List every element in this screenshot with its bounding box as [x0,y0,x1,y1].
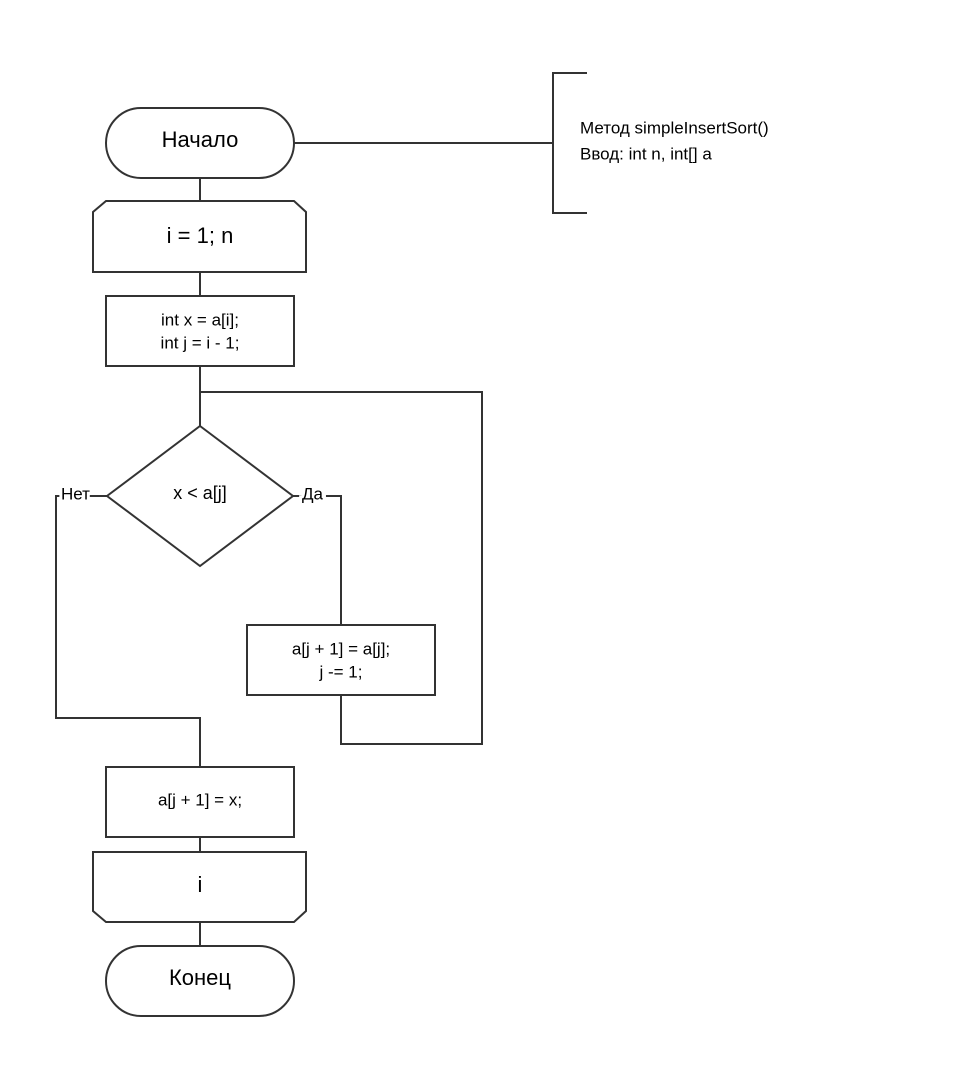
end-terminator: Конец [105,945,295,1017]
annotation-bracket [552,72,587,214]
condition-label: x < a[j] [173,483,227,503]
start-shape [105,107,295,179]
init-line1: int x = a[i]; [161,310,239,329]
shift-line1: a[j + 1] = a[j]; [292,639,390,658]
shift-process-shape [246,624,436,696]
annotation-line2: Ввод: int n, int[] a [580,144,712,163]
loop-start-shape [92,200,307,273]
yes-label: Да [302,484,324,503]
connector-loop-back [200,391,483,745]
start-terminator: Начало [105,107,295,179]
decision-shape [105,424,295,568]
annotation: Метод simpleInsertSort() Ввод: int n, in… [580,118,769,163]
condition-decision: x < a[j] [105,424,295,568]
loop-end-label: i [198,872,203,897]
shift-process: a[j + 1] = a[j]; j -= 1; [246,624,436,696]
loop-start-label: i = 1; n [167,223,234,248]
insert-process: a[j + 1] = x; [105,766,295,838]
init-line2: int j = i - 1; [161,333,240,352]
end-label: Конец [169,965,231,990]
connector-yes-branch [293,495,342,625]
connector-no-branch [55,495,201,767]
shift-line2: j -= 1; [319,662,363,681]
connectors [55,72,587,946]
start-label: Начало [162,127,239,152]
annotation-line1: Метод simpleInsertSort() [580,118,769,137]
init-process: int x = a[i]; int j = i - 1; [105,295,295,367]
no-label: Нет [61,484,90,503]
insert-label: a[j + 1] = x; [158,790,242,809]
insert-process-shape [105,766,295,838]
loop-start: i = 1; n [92,200,307,273]
init-process-shape [105,295,295,367]
loop-end: i [92,851,307,923]
loop-end-shape [92,851,307,923]
end-shape [105,945,295,1017]
